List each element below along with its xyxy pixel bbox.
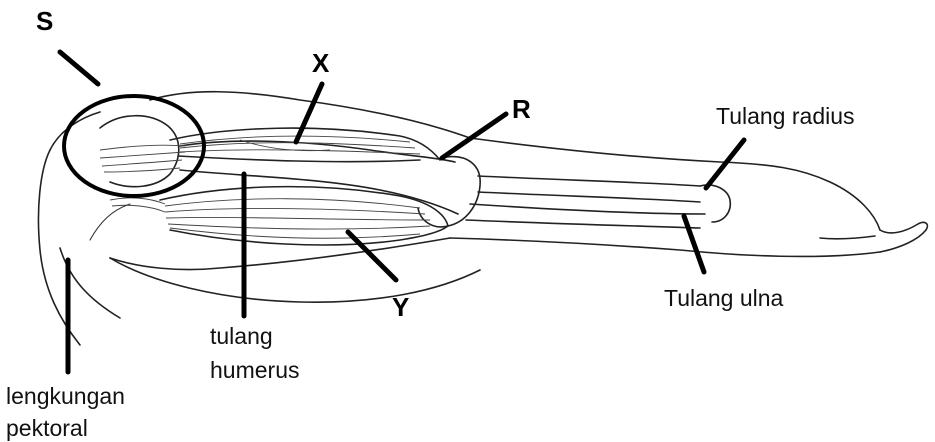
pointer-radius [706, 140, 744, 188]
labels: S X R Y Tulang radius Tulang ulna tulang… [6, 6, 855, 441]
forearm-bones [466, 176, 730, 228]
pointer-x [296, 84, 322, 142]
label-x: X [312, 48, 330, 78]
pointer-ulna [684, 216, 704, 272]
humerus-bone [100, 116, 480, 227]
label-humerus-line1: tulang [210, 323, 273, 349]
label-radius: Tulang radius [716, 103, 855, 129]
label-pectoral-line2: pektoral [6, 415, 88, 441]
muscle-x [170, 128, 440, 162]
label-y: Y [392, 292, 409, 322]
pointer-r [442, 114, 506, 158]
pointer-s [60, 52, 98, 84]
label-ulna: Tulang ulna [664, 285, 784, 311]
label-pectoral-line1: lengkungan [6, 383, 125, 409]
pointer-y [348, 232, 396, 280]
label-humerus-line2: humerus [210, 357, 299, 383]
label-r: R [512, 94, 531, 124]
label-s: S [36, 6, 53, 36]
